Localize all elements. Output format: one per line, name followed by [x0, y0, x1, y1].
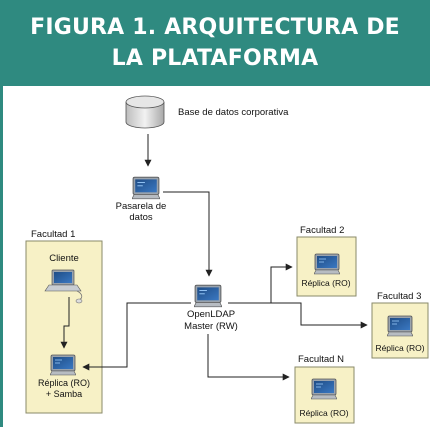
client-to-replica-arrow — [60, 297, 70, 349]
faculty1-replica-label-line1: Réplica (RO) — [38, 378, 90, 388]
master-to-faculty1-arrow — [82, 302, 191, 371]
faculty3-replica-label: Réplica (RO) — [375, 343, 424, 353]
gateway-label-line2: datos — [129, 212, 152, 223]
faculty3-replica-icon — [387, 315, 413, 337]
faculty2-replica-icon — [314, 253, 340, 275]
faculty1-client-label: Cliente — [49, 253, 79, 264]
gateway-to-master-arrow — [163, 191, 213, 277]
facultyN-title: Facultad N — [298, 354, 344, 365]
client-laptop-icon — [44, 269, 83, 304]
master-to-facultyN-arrow — [207, 334, 290, 381]
architecture-diagram: Base de datos corporativa Pasarela de da… — [25, 95, 429, 424]
master-label-line2: Master (RW) — [184, 321, 238, 332]
database-icon — [125, 95, 165, 129]
gateway-label-line1: Pasarela de — [116, 201, 167, 212]
diagram-canvas: Base de datos corporativa Pasarela de da… — [0, 86, 430, 427]
faculty2-title: Facultad 2 — [300, 225, 344, 236]
faculty2-replica-label: Réplica (RO) — [301, 278, 350, 288]
gateway-computer-icon — [132, 176, 160, 200]
master-to-faculty3-arrow — [271, 302, 368, 329]
facultyN-replica-icon — [311, 378, 337, 400]
facultyN-replica-label: Réplica (RO) — [299, 408, 348, 418]
master-computer-icon — [194, 284, 222, 308]
master-to-faculty2-arrow — [270, 263, 293, 303]
faculty3-title: Facultad 3 — [377, 291, 421, 302]
faculty1-title: Facultad 1 — [31, 229, 75, 240]
figure-header: FIGURA 1. ARQUITECTURA DE LA PLATAFORMA — [0, 0, 430, 86]
faculty1-replica-icon — [50, 354, 76, 376]
figure-title: FIGURA 1. ARQUITECTURA DE LA PLATAFORMA — [30, 15, 400, 71]
faculty1-replica-label-line2: + Samba — [46, 389, 82, 399]
master-label-line1: OpenLDAP — [187, 309, 235, 320]
database-label: Base de datos corporativa — [178, 107, 289, 118]
